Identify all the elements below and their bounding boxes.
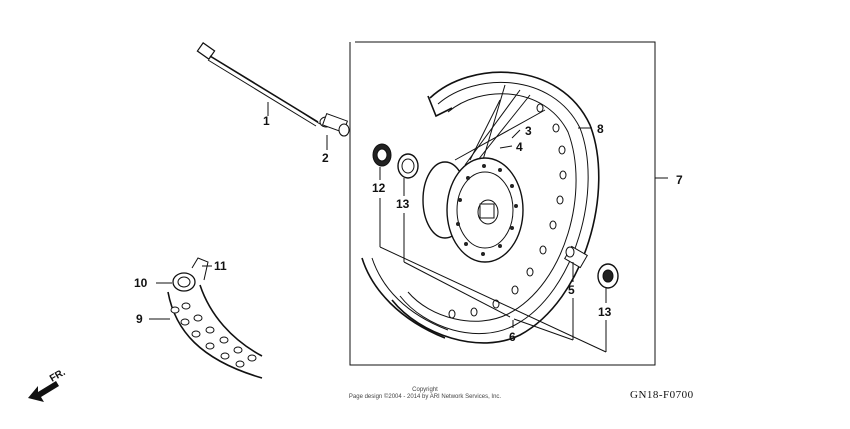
callout-8: 8 [597, 122, 604, 136]
bearing-12[interactable] [372, 143, 392, 167]
copyright-text: Page design ©2004 - 2014 by ARI Network … [348, 394, 502, 400]
wheel-rim[interactable] [361, 71, 600, 344]
figure-code: GN18-F0700 [630, 389, 694, 401]
dust-seal-13-lower[interactable] [597, 263, 619, 289]
spokes[interactable] [454, 84, 546, 171]
callout-7: 7 [676, 173, 683, 187]
dust-seal-13-upper[interactable] [397, 153, 419, 179]
callout-10: 10 [134, 276, 148, 290]
rim-spoke-holes [448, 103, 567, 319]
copyright-title: Copyright [412, 387, 438, 393]
callout-3: 3 [525, 124, 532, 138]
callout-4: 4 [516, 140, 523, 154]
callout-13-upper: 13 [396, 197, 410, 211]
callout-12: 12 [372, 181, 386, 195]
assembly-bracket [349, 41, 656, 366]
tire-section[interactable] [167, 284, 263, 379]
callout-6: 6 [509, 330, 516, 344]
callout-1: 1 [263, 114, 270, 128]
callout-9: 9 [136, 312, 143, 326]
front-direction-label: FR. [48, 367, 68, 385]
rim-band[interactable] [191, 257, 209, 281]
axle-bolt[interactable] [196, 42, 321, 127]
callout-2: 2 [322, 151, 329, 165]
axle-collar[interactable] [319, 112, 350, 137]
callout-11: 11 [214, 259, 227, 273]
inner-tube[interactable] [172, 272, 196, 292]
wheel-hub[interactable] [422, 157, 524, 263]
front-direction-arrow-icon [28, 381, 59, 402]
callout-5: 5 [568, 283, 575, 297]
leader-lines [149, 102, 668, 353]
callout-13-lower: 13 [598, 305, 612, 319]
